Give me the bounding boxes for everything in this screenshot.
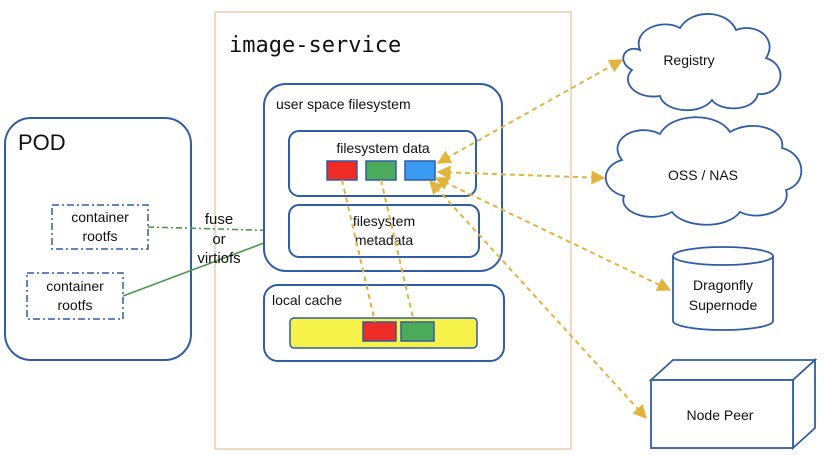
registry-label: Registry — [663, 52, 714, 68]
filesystem-metadata-line1: filesystem — [353, 213, 415, 229]
container-rootfs-top-line2: rootfs — [82, 228, 117, 244]
dragonfly-cylinder — [672, 246, 774, 331]
image-service-title: image-service — [229, 33, 401, 58]
data-block-red — [326, 160, 358, 181]
red-to-cache-line — [341, 179, 376, 323]
connector-label-virtiofs: virtiofs — [197, 250, 240, 267]
data-block-blue — [404, 160, 436, 181]
node-peer-label: Node Peer — [687, 407, 754, 423]
oss-nas-label: OSS / NAS — [668, 167, 738, 183]
filesystem-data-label: filesystem data — [336, 140, 430, 156]
connector-label-or: or — [212, 231, 225, 248]
arrow-to-oss-nas — [436, 165, 606, 185]
registry-cloud — [622, 13, 782, 112]
data-block-green — [365, 160, 397, 181]
green-arrow-bottom — [122, 232, 290, 297]
dragonfly-label-line2: Supernode — [689, 297, 758, 313]
connector-label-fuse: fuse — [205, 211, 233, 228]
green-to-cache-line — [380, 179, 415, 323]
container-rootfs-bottom — [26, 272, 124, 320]
arrow-to-registry — [436, 59, 624, 164]
filesystem-metadata-line2: metadata — [355, 232, 414, 248]
dragonfly-label-line1: Dragonfly — [693, 277, 753, 293]
pod-title: POD — [18, 130, 66, 155]
local-cache-title: local cache — [272, 292, 342, 308]
cache-block-red — [362, 321, 397, 342]
container-rootfs-top — [51, 204, 149, 250]
node-peer-box — [648, 357, 818, 451]
container-rootfs-bottom-line1: container — [46, 278, 104, 294]
container-rootfs-top-line1: container — [71, 209, 129, 225]
container-rootfs-bottom-line2: rootfs — [57, 297, 92, 313]
user-space-filesystem-title: user space filesystem — [276, 96, 411, 112]
cache-block-green — [400, 321, 435, 342]
